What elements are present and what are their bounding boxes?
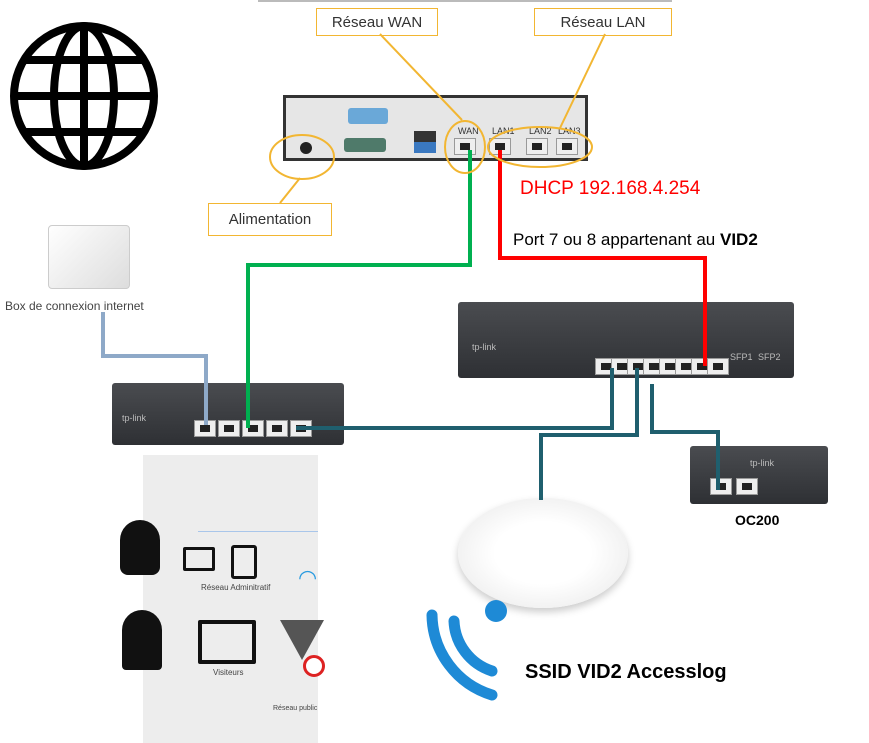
power-jack [300, 142, 312, 154]
devices-icon [198, 620, 256, 664]
access-point [458, 498, 628, 608]
power-label: Alimentation [208, 203, 332, 236]
oc200-controller: tp-link [690, 446, 828, 504]
wan-port-label: WAN [458, 126, 479, 136]
router-brand: tp-link [122, 413, 147, 423]
oc200-label: OC200 [735, 512, 780, 528]
lan-network-label: Réseau LAN [534, 8, 672, 36]
port-annotation: Port 7 ou 8 appartenant au VID2 [513, 230, 758, 250]
filter-icon [280, 620, 324, 660]
switch-ap-cable [539, 368, 639, 500]
lan-callout [487, 126, 593, 168]
lan2-port [526, 138, 548, 155]
admin-user-icon [120, 520, 160, 575]
router-port-2 [218, 420, 240, 437]
top-divider [258, 0, 672, 2]
panel-divider [198, 531, 318, 532]
lan3-port [556, 138, 578, 155]
switch-brand: tp-link [472, 342, 497, 352]
dhcp-annotation: DHCP 192.168.4.254 [520, 178, 701, 199]
laptop-icon [183, 547, 215, 571]
router-switch-cable [296, 368, 614, 430]
port-annotation-text: Port 7 ou 8 appartenant au [513, 230, 720, 249]
lan1-port-label: LAN1 [492, 126, 515, 136]
box-cable [101, 312, 208, 425]
visitors-label: Visiteurs [213, 668, 244, 677]
wifi-icon: ◠ [298, 565, 318, 590]
port-annotation-vid: VID2 [720, 230, 758, 249]
public-network-label: Réseau public [273, 705, 318, 712]
sfp2-label: SFP2 [758, 352, 781, 362]
visitor-user-icon [122, 610, 162, 670]
wifi-signal-icon [426, 600, 507, 701]
forbidden-icon [303, 655, 325, 677]
lan1-port [489, 138, 511, 155]
oc200-brand: tp-link [750, 458, 775, 468]
vga-port [348, 108, 388, 124]
switch-oc200-cable [650, 384, 720, 490]
serial-port [344, 138, 386, 152]
internet-box-label: Box de connexion internet [5, 299, 144, 313]
ssid-label: SSID VID2 Accesslog [525, 661, 727, 683]
lan2-port-label: LAN2 [529, 126, 552, 136]
wan-cable [246, 150, 472, 428]
power-callout [269, 134, 335, 180]
admin-network-label: Réseau Adminitratif [201, 583, 271, 592]
tablet-icon [231, 545, 257, 579]
router-port-4 [266, 420, 288, 437]
sfp1-label: SFP1 [730, 352, 753, 362]
router: tp-link [112, 383, 344, 445]
network-panel: Réseau Adminitratif ◠ Visiteurs Réseau p… [143, 455, 325, 743]
wan-network-label: Réseau WAN [316, 8, 438, 36]
wan-callout [444, 120, 486, 174]
internet-globe-icon [10, 22, 158, 170]
lan-cable [498, 150, 707, 366]
usb-ports [414, 131, 436, 153]
internet-box-icon [48, 225, 130, 289]
